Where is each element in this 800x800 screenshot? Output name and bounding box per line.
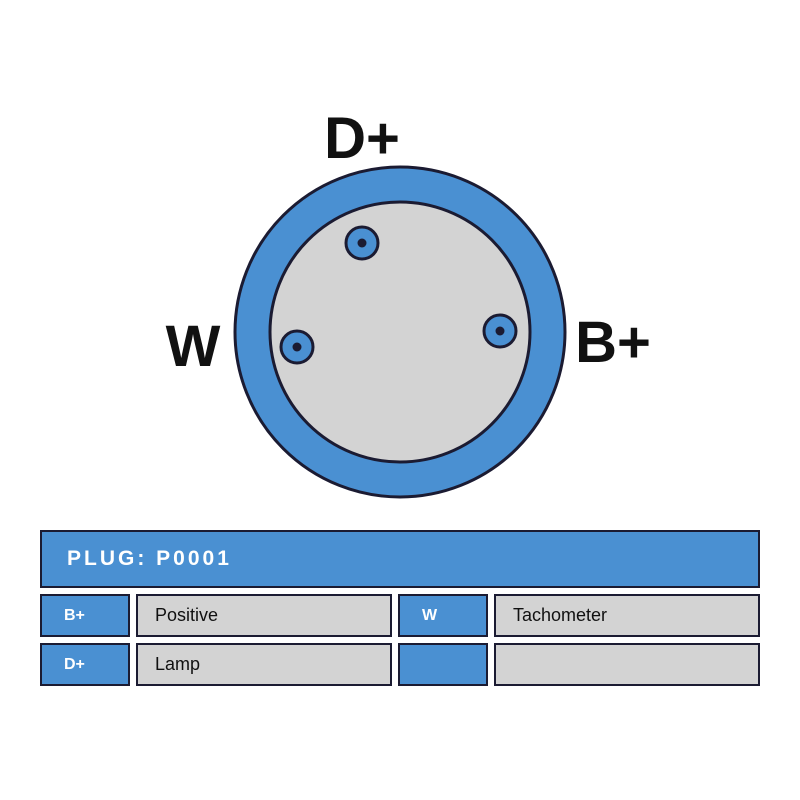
pin-key-cell: B+ xyxy=(40,594,130,637)
plug-table: PLUG: P0001 B+ Positive W Tachometer D+ … xyxy=(40,530,760,686)
pin-bplus-dot xyxy=(495,326,505,336)
pin-dplus xyxy=(344,225,380,261)
plug-table-header: PLUG: P0001 xyxy=(40,530,760,588)
connector-diagram: D+ W B+ xyxy=(166,106,651,499)
pin-key-cell: D+ xyxy=(40,643,130,686)
pin-label-dplus: D+ xyxy=(324,106,400,171)
table-row: D+ Lamp xyxy=(40,643,760,686)
pin-key-cell xyxy=(398,643,488,686)
pin-key-cell: W xyxy=(398,594,488,637)
pin-dplus-dot xyxy=(357,238,367,248)
pin-bplus xyxy=(482,313,518,349)
pin-label-bplus: B+ xyxy=(575,310,651,375)
pin-w xyxy=(279,329,315,365)
pin-value-cell: Tachometer xyxy=(494,594,760,637)
pin-value-cell xyxy=(494,643,760,686)
pin-w-dot xyxy=(292,342,302,352)
table-row: B+ Positive W Tachometer xyxy=(40,594,760,637)
pin-value-cell: Lamp xyxy=(136,643,392,686)
plug-title: PLUG: P0001 xyxy=(67,547,232,570)
pin-value-cell: Positive xyxy=(136,594,392,637)
pin-label-w: W xyxy=(166,314,221,379)
connector-face xyxy=(268,200,532,464)
